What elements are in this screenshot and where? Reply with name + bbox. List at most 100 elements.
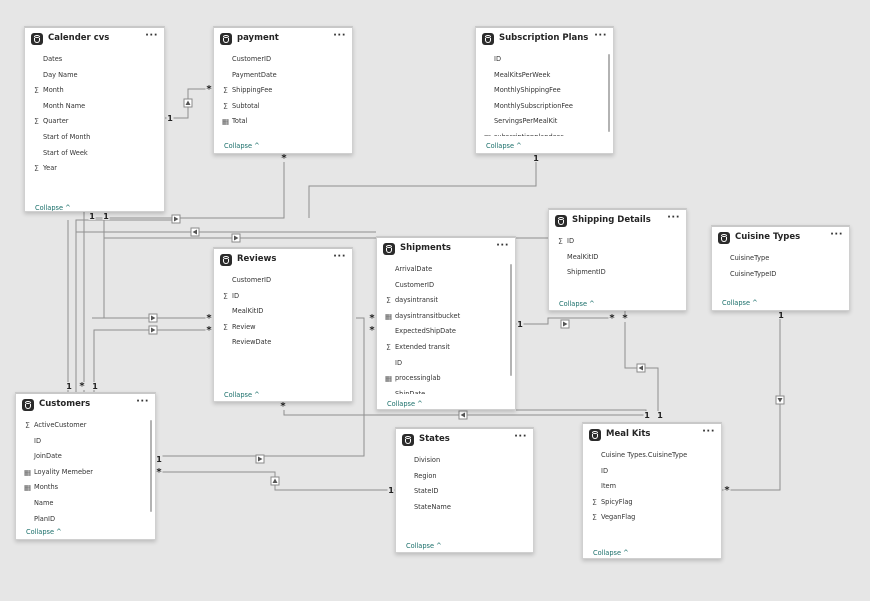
table-header[interactable]: Shipments··· (377, 238, 515, 262)
more-options-icon[interactable]: ··· (667, 212, 680, 223)
field-item[interactable]: ServingsPerMealKit (476, 114, 613, 130)
field-item[interactable]: Item (583, 479, 721, 495)
table-header[interactable]: Cuisine Types··· (712, 227, 849, 251)
field-item[interactable]: StateName (396, 500, 533, 516)
filter-direction-arrow-icon[interactable] (231, 233, 241, 243)
filter-direction-arrow-icon[interactable] (183, 98, 193, 108)
field-item[interactable]: Month Name (25, 99, 164, 115)
filter-direction-arrow-icon[interactable] (148, 313, 158, 323)
field-item[interactable]: CuisineType (712, 251, 849, 267)
scrollbar[interactable] (510, 264, 512, 376)
filter-direction-arrow-icon[interactable] (458, 410, 468, 420)
table-header[interactable]: Customers··· (16, 394, 155, 418)
scrollbar[interactable] (608, 54, 610, 132)
field-item[interactable]: ▦Total (214, 114, 352, 130)
field-item[interactable]: ▦Months (16, 480, 155, 496)
collapse-button[interactable]: Collapse ^ (35, 204, 71, 212)
field-item[interactable]: StateID (396, 484, 533, 500)
collapse-button[interactable]: Collapse ^ (559, 300, 595, 308)
more-options-icon[interactable]: ··· (702, 426, 715, 437)
field-item[interactable]: PaymentDate (214, 68, 352, 84)
table-header[interactable]: payment··· (214, 28, 352, 52)
relationship-line[interactable] (624, 311, 659, 415)
collapse-button[interactable]: Collapse ^ (224, 142, 260, 150)
more-options-icon[interactable]: ··· (594, 30, 607, 41)
table-header[interactable]: Shipping Details··· (549, 210, 686, 234)
filter-direction-arrow-icon[interactable] (255, 454, 265, 464)
field-item[interactable]: ReviewDate (214, 335, 352, 351)
collapse-button[interactable]: Collapse ^ (224, 391, 260, 399)
field-item[interactable]: Region (396, 469, 533, 485)
collapse-button[interactable]: Collapse ^ (593, 549, 629, 557)
field-item[interactable]: ShipDate (377, 387, 515, 394)
filter-direction-arrow-icon[interactable] (270, 476, 280, 486)
relationship-line[interactable] (308, 154, 537, 218)
field-item[interactable]: ▦daysintransitbucket (377, 309, 515, 325)
more-options-icon[interactable]: ··· (136, 396, 149, 407)
field-item[interactable]: Cuisine Types.CuisineType (583, 448, 721, 464)
table-header[interactable]: Calender cvs··· (25, 28, 164, 52)
collapse-button[interactable]: Collapse ^ (406, 542, 442, 550)
more-options-icon[interactable]: ··· (830, 229, 843, 240)
field-item[interactable]: Day Name (25, 68, 164, 84)
field-item[interactable]: Start of Week (25, 146, 164, 162)
field-item[interactable]: MealKitID (214, 304, 352, 320)
filter-direction-arrow-icon[interactable] (171, 214, 181, 224)
field-item[interactable]: ID (476, 52, 613, 68)
collapse-button[interactable]: Collapse ^ (486, 142, 522, 150)
field-item[interactable]: ShipmentID (549, 265, 686, 281)
field-item[interactable]: ▦processinglab (377, 371, 515, 387)
field-item[interactable]: ▦Loyality Memeber (16, 465, 155, 481)
field-item[interactable]: ExpectedShipDate (377, 324, 515, 340)
relationship-line[interactable] (103, 212, 548, 239)
relationship-line[interactable] (93, 329, 209, 392)
filter-direction-arrow-icon[interactable] (190, 227, 200, 237)
table-header[interactable]: Meal Kits··· (583, 424, 721, 448)
relationship-line[interactable] (516, 317, 612, 325)
field-item[interactable]: CustomerID (214, 52, 352, 68)
field-item[interactable]: ID (16, 434, 155, 450)
field-item[interactable]: JoinDate (16, 449, 155, 465)
field-item[interactable]: MealKitsPerWeek (476, 68, 613, 84)
relationship-line[interactable] (722, 311, 781, 491)
field-item[interactable]: ID (583, 464, 721, 480)
more-options-icon[interactable]: ··· (333, 251, 346, 262)
field-item[interactable]: CustomerID (377, 278, 515, 294)
filter-direction-arrow-icon[interactable] (148, 325, 158, 335)
field-item[interactable]: MonthlyShippingFee (476, 83, 613, 99)
relationship-line[interactable] (516, 409, 647, 415)
collapse-button[interactable]: Collapse ^ (722, 299, 758, 307)
filter-direction-arrow-icon[interactable] (636, 363, 646, 373)
table-header[interactable]: States··· (396, 429, 533, 453)
